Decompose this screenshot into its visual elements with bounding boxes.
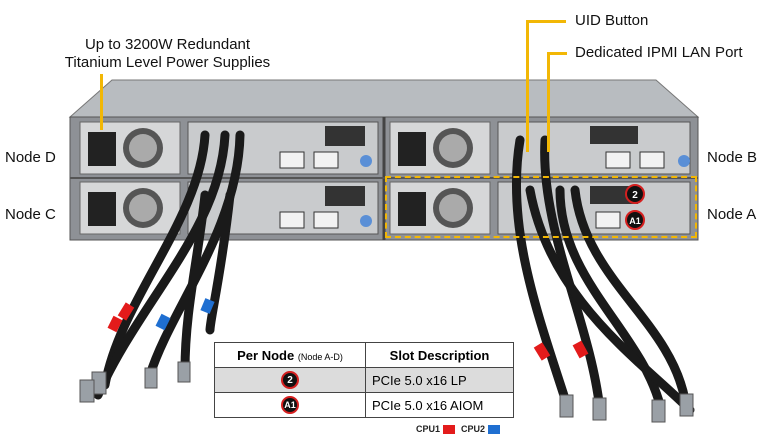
uid-button-label: UID Button xyxy=(575,12,649,29)
legend-cpu2-swatch xyxy=(488,425,501,435)
node-a-label: Node A xyxy=(707,206,757,223)
cpu-legend: CPU1 CPU2 xyxy=(416,424,501,435)
chassis-top xyxy=(68,79,700,118)
table-cell-desc: PCIe 5.0 x16 AIOM xyxy=(365,392,514,418)
legend-cpu2: CPU2 xyxy=(461,424,501,435)
psu-right-top xyxy=(389,121,491,175)
ipmi-port-label: Dedicated IPMI LAN Port xyxy=(575,44,743,61)
per-node-main: Per Node xyxy=(237,347,295,363)
slot-marker-2: 2 xyxy=(625,184,645,204)
slot-marker-a1: A1 xyxy=(625,210,645,230)
legend-cpu1: CPU1 xyxy=(416,424,456,435)
legend-cpu1-swatch xyxy=(443,425,456,435)
node-a-highlight-box xyxy=(385,176,697,238)
cable-bands-left xyxy=(107,298,215,333)
table-cell-badge: A1 xyxy=(214,392,366,418)
psu-callout-line2: Titanium Level Power Supplies xyxy=(64,54,271,71)
table-header-slot-description: Slot Description xyxy=(365,342,514,368)
cables-left xyxy=(93,130,245,400)
slot-badge-2: 2 xyxy=(281,371,299,390)
node-c-label: Node C xyxy=(5,206,56,223)
node-d-label: Node D xyxy=(5,149,56,166)
uid-callout-line-v xyxy=(526,20,529,152)
node-b-label: Node B xyxy=(707,149,758,166)
table-cell-badge: 2 xyxy=(214,367,366,393)
psu-left-top xyxy=(79,121,181,175)
svg-text:2: 2 xyxy=(632,190,638,201)
slot-badge-a1: A1 xyxy=(281,396,299,414)
table-header-row: Per Node (Node A-D) Slot Description xyxy=(214,342,514,368)
psu-right-bottom xyxy=(389,181,491,235)
legend-cpu2-label: CPU2 xyxy=(461,424,486,434)
ipmi-callout-line-v xyxy=(547,52,550,152)
cables-right xyxy=(511,135,695,415)
ipmi-callout-line-h xyxy=(547,52,567,55)
psu-callout-line1: Up to 3200W Redundant xyxy=(84,36,251,53)
slot-spec-table: Per Node (Node A-D) Slot Description 2 P… xyxy=(214,342,514,418)
table-row: A1 PCIe 5.0 x16 AIOM xyxy=(214,392,514,418)
svg-text:A1: A1 xyxy=(629,216,641,226)
legend-cpu1-label: CPU1 xyxy=(416,424,441,434)
psu-callout-line xyxy=(100,74,103,130)
psu-callout-label: Up to 3200W Redundant Titanium Level Pow… xyxy=(55,36,280,72)
cable-bands-right xyxy=(533,340,589,361)
per-node-sub: (Node A-D) xyxy=(297,351,343,362)
psu-left-bottom xyxy=(79,181,181,235)
table-header-per-node: Per Node (Node A-D) xyxy=(214,342,366,368)
table-row: 2 PCIe 5.0 x16 LP xyxy=(214,367,514,393)
uid-callout-line-h xyxy=(526,20,566,23)
table-cell-desc: PCIe 5.0 x16 LP xyxy=(365,367,514,393)
